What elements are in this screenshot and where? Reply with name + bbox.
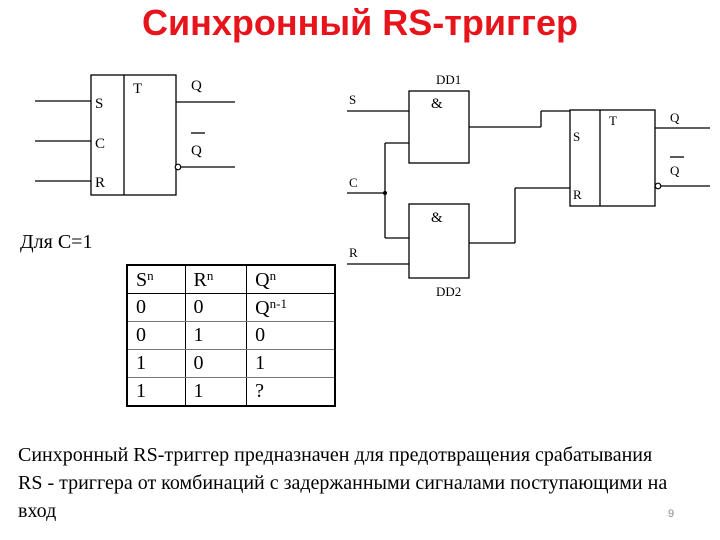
right-input-s: S xyxy=(349,92,356,107)
gate-dd1-name: DD1 xyxy=(436,72,461,87)
table-row: 0 0 Qn-1 xyxy=(127,293,335,322)
left-output-q: Q xyxy=(191,78,202,94)
gate-dd2-name: DD2 xyxy=(436,284,461,299)
table-row: 1 0 1 xyxy=(127,349,335,378)
right-output-q: Q xyxy=(670,110,680,125)
slide-title: Синхронный RS-триггер xyxy=(142,2,578,43)
header-r: Rn xyxy=(184,265,248,294)
gate-dd2 xyxy=(408,203,470,279)
right-input-c: C xyxy=(349,175,358,190)
right-trigger-input-r: R xyxy=(573,187,582,202)
table-row: 0 1 0 xyxy=(127,321,335,350)
right-output-q-inverse: Q xyxy=(670,163,680,178)
gate-dd2-symbol: & xyxy=(431,210,443,226)
right-input-r: R xyxy=(349,245,358,260)
truth-table-header: Sn Rn Qn xyxy=(127,265,335,294)
description-text: Синхронный RS-триггер предназначен для п… xyxy=(18,444,668,522)
header-s: Sn xyxy=(127,265,186,294)
truth-table: Sn Rn Qn 0 0 Qn-1 0 1 0 1 0 1 1 1 ? xyxy=(126,264,336,407)
condition-note: Для C=1 xyxy=(20,231,93,253)
right-circuit: DD1 & DD2 & S C R T S R Q xyxy=(347,72,710,299)
left-output-q-inverse: Q xyxy=(191,143,202,159)
left-trigger-label: T xyxy=(133,81,142,97)
left-input-c: C xyxy=(95,136,105,152)
right-trigger-input-s: S xyxy=(573,129,580,144)
right-trigger-body xyxy=(569,109,656,207)
gate-dd1-symbol: & xyxy=(431,96,443,112)
slide-number: 9 xyxy=(668,508,675,520)
left-trigger-body xyxy=(90,74,177,196)
table-row: 1 1 ? xyxy=(127,377,335,407)
right-trigger-label: T xyxy=(609,113,617,128)
left-input-s: S xyxy=(95,96,103,112)
left-input-r: R xyxy=(95,175,105,191)
left-trigger-symbol: T S C R Q Q xyxy=(35,74,235,196)
header-q: Qn xyxy=(246,265,335,294)
